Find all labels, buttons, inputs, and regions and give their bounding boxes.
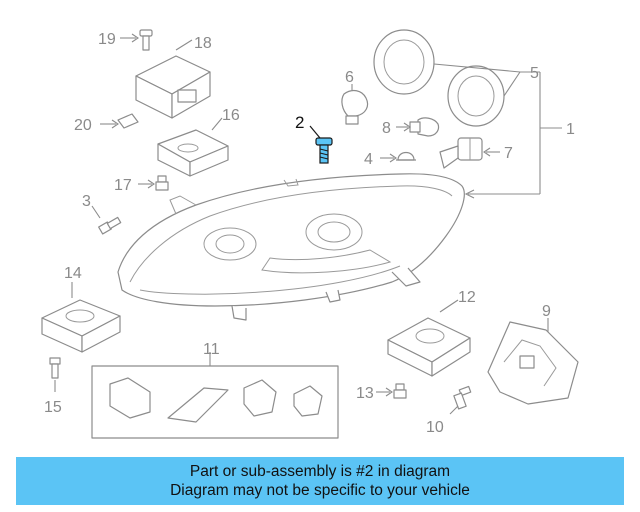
callout-label-8: 8 [382, 120, 391, 137]
bolt-10: 10 [426, 385, 472, 436]
callout-label-4: 4 [364, 151, 373, 168]
headlamp-cap-rings: 5 [373, 29, 540, 127]
callout-label-20: 20 [74, 117, 92, 134]
callout-1-bracket: 1 [464, 72, 575, 199]
bolt-15: 15 [44, 357, 62, 416]
callout-label-14: 14 [64, 265, 82, 282]
bolt-13: 13 [356, 383, 407, 402]
callout-label-1: 1 [566, 121, 575, 138]
callout-label-18: 18 [194, 35, 212, 52]
control-unit-16: 16 [157, 107, 240, 177]
callout-label-2: 2 [295, 113, 304, 132]
ballast-14: 14 [41, 265, 121, 353]
bolt-3: 3 [82, 193, 122, 235]
callout-label-7: 7 [504, 145, 513, 162]
callout-label-12: 12 [458, 289, 476, 306]
callout-label-9: 9 [542, 303, 551, 320]
bolt-17: 17 [114, 175, 169, 194]
clip-20: 20 [74, 113, 139, 134]
housing-12: 12 [387, 289, 476, 377]
bulb-8: 8 [382, 117, 440, 137]
banner-line-2: Diagram may not be specific to your vehi… [170, 482, 470, 499]
cap-4: 4 [364, 151, 416, 168]
bulb-6: 6 [341, 69, 369, 125]
headlamp-assembly [117, 173, 465, 321]
screw-19: 19 [98, 29, 153, 51]
callout-label-11: 11 [203, 341, 220, 358]
callout-label-13: 13 [356, 385, 374, 402]
module-18: 18 [135, 35, 212, 119]
callout-label-5: 5 [530, 65, 539, 82]
callout-label-19: 19 [98, 31, 116, 48]
callout-label-17: 17 [114, 177, 132, 194]
callout-label-16: 16 [222, 107, 240, 124]
callout-label-6: 6 [345, 69, 354, 86]
callout-label-10: 10 [426, 419, 444, 436]
info-banner: Part or sub-assembly is #2 in diagram Di… [16, 457, 624, 505]
callout-label-3: 3 [82, 193, 91, 210]
bracket-9: 9 [487, 303, 579, 405]
kit-11: 11 [91, 341, 339, 439]
socket-7: 7 [439, 137, 513, 169]
banner-line-1: Part or sub-assembly is #2 in diagram [189, 463, 451, 480]
screw-2: 2 [295, 113, 333, 164]
callout-label-15: 15 [44, 399, 62, 416]
